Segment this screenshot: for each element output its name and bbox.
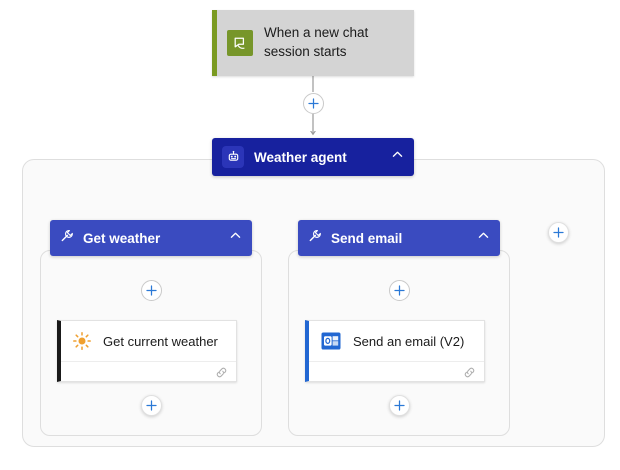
wrench-icon bbox=[308, 229, 322, 248]
tool-node-get-weather[interactable]: Get weather bbox=[50, 220, 252, 256]
chat-bubble-icon bbox=[227, 30, 253, 56]
action-card-get-current-weather[interactable]: Get current weather bbox=[57, 320, 237, 382]
link-icon[interactable] bbox=[463, 366, 476, 379]
add-step-after-send-an-email-button[interactable] bbox=[389, 395, 410, 416]
action-label: Get current weather bbox=[103, 333, 218, 349]
action-card-header: Send an email (V2) bbox=[309, 321, 484, 361]
add-step-before-get-current-weather-button[interactable] bbox=[141, 280, 162, 301]
add-tool-to-agent-button[interactable] bbox=[548, 222, 569, 243]
tool-node-send-email[interactable]: Send email bbox=[298, 220, 500, 256]
tool-label: Get weather bbox=[83, 230, 161, 246]
chevron-up-icon[interactable] bbox=[477, 229, 490, 247]
action-card-header: Get current weather bbox=[61, 321, 236, 361]
add-step-after-trigger-button[interactable] bbox=[303, 93, 324, 114]
trigger-label: When a new chat session starts bbox=[264, 25, 369, 59]
action-card-send-an-email[interactable]: Send an email (V2) bbox=[305, 320, 485, 382]
outlook-icon bbox=[320, 330, 342, 352]
agent-node-weather-agent[interactable]: Weather agent bbox=[212, 138, 414, 176]
link-icon[interactable] bbox=[215, 366, 228, 379]
add-step-before-send-an-email-button[interactable] bbox=[389, 280, 410, 301]
action-label: Send an email (V2) bbox=[353, 333, 465, 349]
chevron-up-icon[interactable] bbox=[391, 148, 404, 166]
action-card-footer bbox=[309, 361, 484, 382]
wrench-icon bbox=[60, 229, 74, 248]
sun-icon bbox=[72, 331, 92, 351]
chevron-up-icon[interactable] bbox=[229, 229, 242, 247]
action-card-footer bbox=[61, 361, 236, 382]
trigger-node[interactable]: When a new chat session starts bbox=[212, 10, 414, 76]
tool-label: Send email bbox=[331, 230, 403, 246]
add-step-after-get-current-weather-button[interactable] bbox=[141, 395, 162, 416]
robot-icon bbox=[222, 146, 244, 168]
agent-label: Weather agent bbox=[254, 149, 347, 165]
